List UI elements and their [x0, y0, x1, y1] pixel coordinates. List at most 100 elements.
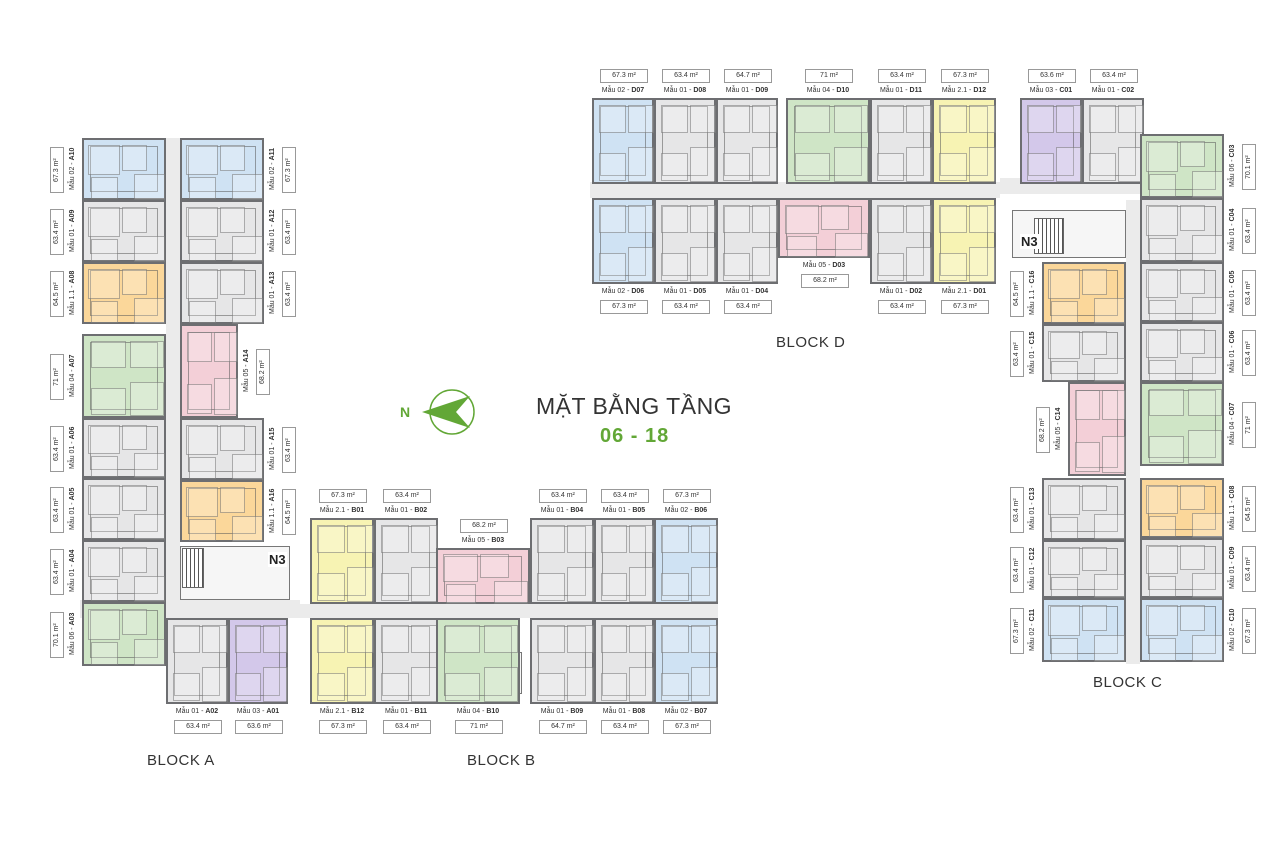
apartment-unit-c16[interactable] [1042, 262, 1126, 324]
unit-area-b04: 63.4 m² [539, 489, 587, 503]
apartment-unit-d12[interactable] [932, 98, 996, 184]
unit-walls [318, 526, 366, 596]
apartment-unit-d04[interactable] [716, 198, 778, 284]
unit-code: B12 [351, 708, 365, 715]
apartment-unit-c13[interactable] [1042, 478, 1126, 540]
room-outline [232, 516, 263, 542]
apartment-unit-b12[interactable] [310, 618, 374, 704]
apartment-unit-c03[interactable] [1140, 134, 1224, 198]
apartment-unit-b07[interactable] [654, 618, 718, 704]
unit-code: D09 [755, 87, 769, 94]
unit-label-c04: Mẫu 01 - C04 [1228, 198, 1238, 262]
room-outline [1148, 436, 1185, 464]
apartment-unit-c09[interactable] [1140, 538, 1224, 598]
room-outline [121, 206, 148, 233]
unit-code: B03 [491, 537, 505, 544]
room-outline [1088, 105, 1116, 133]
apartment-unit-c02[interactable] [1082, 98, 1144, 184]
apartment-unit-b01[interactable] [310, 518, 374, 604]
apartment-unit-b06[interactable] [654, 518, 718, 604]
apartment-unit-d03[interactable] [778, 198, 870, 258]
apartment-unit-a09[interactable] [82, 200, 166, 262]
apartment-unit-d08[interactable] [654, 98, 716, 184]
apartment-unit-a06[interactable] [82, 418, 166, 478]
apartment-unit-a13[interactable] [180, 262, 264, 324]
unit-area-d09: 64.7 m² [724, 69, 772, 83]
room-outline [1056, 105, 1082, 133]
unit-area-d04: 63.4 m² [724, 300, 772, 314]
unit-walls [662, 206, 708, 276]
apartment-unit-c11[interactable] [1042, 598, 1126, 662]
unit-label-b07: Mẫu 02 - B07 [654, 707, 718, 717]
unit-area-c06: 63.4 m² [1242, 330, 1256, 376]
unit-model: Mẫu 06 - [1229, 157, 1236, 188]
unit-area-d01: 67.3 m² [941, 300, 989, 314]
room-outline [445, 583, 476, 604]
apartment-unit-d07[interactable] [592, 98, 654, 184]
apartment-unit-b11[interactable] [374, 618, 438, 704]
room-outline [1081, 605, 1108, 632]
apartment-unit-a11[interactable] [180, 138, 264, 200]
room-outline [906, 205, 932, 233]
apartment-unit-d11[interactable] [870, 98, 932, 184]
apartment-unit-b04[interactable] [530, 518, 594, 604]
apartment-unit-d06[interactable] [592, 198, 654, 284]
apartment-unit-c15[interactable] [1042, 324, 1126, 382]
unit-walls [1148, 606, 1216, 654]
apartment-unit-d10[interactable] [786, 98, 870, 184]
room-outline [1088, 153, 1116, 182]
apartment-unit-c12[interactable] [1042, 540, 1126, 598]
room-outline [690, 147, 716, 182]
room-outline [876, 205, 904, 233]
corridor-block-a [166, 138, 180, 618]
apartment-unit-a07[interactable] [82, 334, 166, 418]
apartment-unit-a03[interactable] [82, 602, 166, 666]
apartment-unit-c01[interactable] [1020, 98, 1082, 184]
room-outline [1179, 268, 1206, 294]
unit-walls [1148, 206, 1216, 254]
apartment-unit-c07[interactable] [1140, 382, 1224, 466]
room-outline [834, 147, 869, 182]
apartment-unit-a12[interactable] [180, 200, 264, 262]
apartment-unit-b03[interactable] [436, 548, 530, 605]
apartment-unit-d05[interactable] [654, 198, 716, 284]
apartment-unit-a10[interactable] [82, 138, 166, 200]
apartment-unit-b09[interactable] [530, 618, 594, 704]
room-outline [1179, 141, 1206, 168]
room-outline [1148, 638, 1176, 661]
apartment-unit-c14[interactable] [1068, 382, 1126, 476]
unit-area-b05: 63.4 m² [601, 489, 649, 503]
apartment-unit-c05[interactable] [1140, 262, 1224, 322]
apartment-unit-b02[interactable] [374, 518, 438, 604]
apartment-unit-c10[interactable] [1140, 598, 1224, 662]
room-outline [1094, 635, 1125, 662]
room-outline [876, 153, 904, 182]
apartment-unit-c06[interactable] [1140, 322, 1224, 382]
unit-label-b10: Mẫu 04 - B10 [436, 707, 520, 717]
apartment-unit-d01[interactable] [932, 198, 996, 284]
apartment-unit-c04[interactable] [1140, 198, 1224, 262]
room-outline [567, 567, 594, 602]
block-a-name: BLOCK A [147, 752, 215, 769]
apartment-unit-b08[interactable] [594, 618, 654, 704]
unit-walls [1148, 330, 1216, 374]
apartment-unit-d02[interactable] [870, 198, 932, 284]
apartment-unit-d09[interactable] [716, 98, 778, 184]
unit-code: D03 [832, 262, 846, 269]
apartment-unit-a01[interactable] [228, 618, 288, 704]
apartment-unit-a15[interactable] [180, 418, 264, 480]
apartment-unit-c08[interactable] [1140, 478, 1224, 538]
room-outline [188, 177, 216, 200]
apartment-unit-a02[interactable] [166, 618, 228, 704]
apartment-unit-b05[interactable] [594, 518, 654, 604]
room-outline [1148, 174, 1176, 197]
apartment-unit-a04[interactable] [82, 540, 166, 602]
room-outline [629, 567, 654, 602]
apartment-unit-a05[interactable] [82, 478, 166, 540]
apartment-unit-a14[interactable] [180, 324, 238, 418]
apartment-unit-a16[interactable] [180, 480, 264, 542]
apartment-unit-b10[interactable] [436, 618, 520, 704]
apartment-unit-a08[interactable] [82, 262, 166, 324]
unit-label-c09: Mẫu 01 - C09 [1228, 538, 1238, 598]
unit-area-c15: 63.4 m² [1010, 331, 1024, 377]
